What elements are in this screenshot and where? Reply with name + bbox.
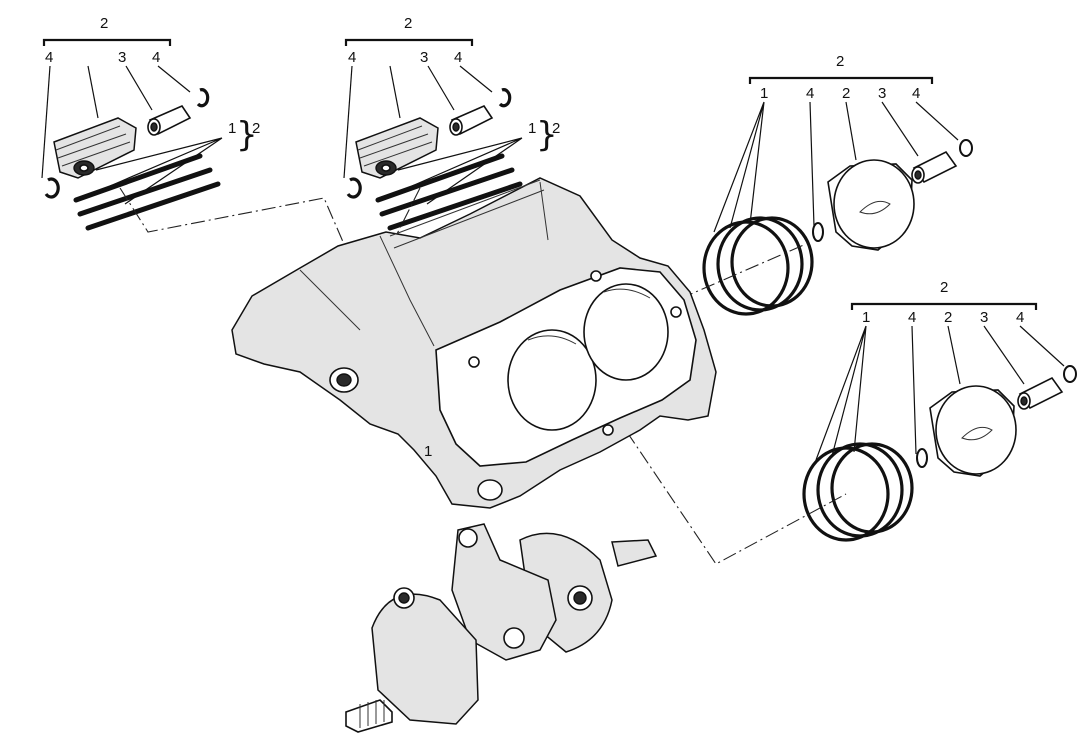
callout-clip: 4 <box>806 85 814 102</box>
piston-pin-icon <box>147 104 192 136</box>
callout-pin: 3 <box>980 309 988 326</box>
callout-clip: 4 <box>908 309 916 326</box>
callout-group: 2 <box>836 53 844 70</box>
piston-assembly-rear-upper: 2 1 4 2 3 4 <box>702 53 973 316</box>
piston-icon <box>827 159 915 251</box>
callout-group: 2 <box>252 120 260 137</box>
piston-icon <box>355 117 439 179</box>
piston-rings-icon <box>375 153 523 231</box>
piston-icon <box>53 117 137 179</box>
piston-pin-icon <box>1017 376 1064 410</box>
callout-group: 2 <box>944 309 952 326</box>
piston-assembly-front-right: 2 4 3 4 1 } 2 <box>343 15 560 231</box>
callout-clip: 4 <box>1016 309 1024 326</box>
cylinder-bore-front <box>507 329 597 431</box>
circlip-icon <box>812 222 824 242</box>
callout-clip: 4 <box>152 49 160 66</box>
brace-icon: } <box>236 115 258 155</box>
cylinder-bore-rear <box>583 283 669 381</box>
piston-icon <box>929 385 1017 477</box>
crankcase-icon: 1 <box>231 177 717 509</box>
callout-rings: 1 <box>862 309 870 326</box>
piston-pin-icon <box>911 150 958 184</box>
piston-rings-icon <box>702 216 814 316</box>
callout-clip: 4 <box>454 49 462 66</box>
callout-rings: 1 <box>760 85 768 102</box>
circlip-icon <box>196 88 210 108</box>
callout-group: 2 <box>552 120 560 137</box>
callout-clip: 4 <box>912 85 920 102</box>
callout-clip: 4 <box>348 49 356 66</box>
circlip-icon <box>916 448 928 468</box>
piston-assembly-front-left: 2 4 3 4 1 } 2 <box>41 15 260 231</box>
circlip-icon <box>346 177 362 199</box>
piston-pin-icon <box>449 104 494 136</box>
callout-group: 2 <box>404 15 412 32</box>
callout-clip: 4 <box>45 49 53 66</box>
callout-rings: 1 <box>424 443 432 460</box>
crankshaft-icon <box>345 523 658 733</box>
circlip-icon <box>1063 365 1077 383</box>
circlip-icon <box>959 139 973 157</box>
callout-rings: 1 <box>528 120 536 137</box>
piston-rings-icon <box>73 153 221 231</box>
callout-pin: 3 <box>118 49 126 66</box>
callout-pin: 3 <box>878 85 886 102</box>
callout-group: 2 <box>100 15 108 32</box>
callout-group: 2 <box>940 279 948 296</box>
callout-rings: 1 <box>228 120 236 137</box>
piston-rings-icon <box>802 442 914 542</box>
brace-icon: } <box>536 115 558 155</box>
circlip-icon <box>44 177 60 199</box>
circlip-icon <box>498 88 512 108</box>
callout-pin: 3 <box>420 49 428 66</box>
callout-group: 2 <box>842 85 850 102</box>
piston-assembly-rear-lower: 2 1 4 2 3 4 <box>802 279 1077 542</box>
